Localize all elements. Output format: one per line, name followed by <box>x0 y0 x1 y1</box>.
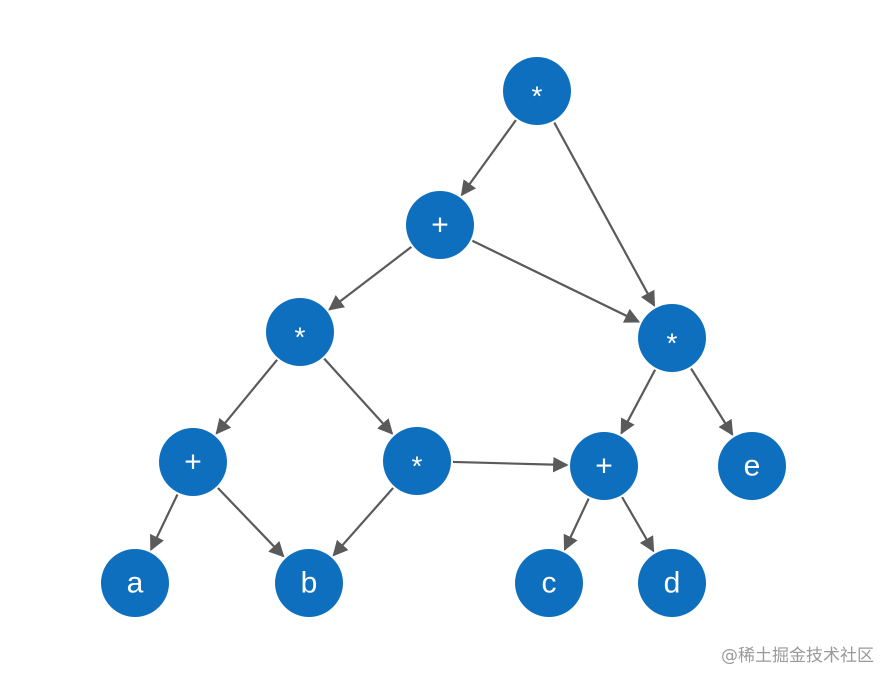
node-label: + <box>184 446 202 479</box>
node-n6: * <box>383 427 451 495</box>
node-circle <box>406 191 474 259</box>
node-circle <box>515 549 583 617</box>
node-n2: + <box>406 191 474 259</box>
node-circle <box>266 298 334 366</box>
node-label: e <box>744 450 761 483</box>
edge-n2-n4 <box>471 239 641 323</box>
node-n5: + <box>159 428 227 496</box>
node-n7: + <box>570 432 638 500</box>
node-label: a <box>127 567 144 600</box>
edge-n1-n2 <box>460 119 517 197</box>
edge-n5-n9 <box>150 493 179 552</box>
node-n10: b <box>275 549 343 617</box>
node-label: c <box>542 567 557 600</box>
edge-n6-n7 <box>452 456 569 473</box>
node-circle <box>383 427 451 495</box>
edge-n3-n5 <box>215 359 278 435</box>
node-n9: a <box>101 549 169 617</box>
edge-n7-n12 <box>621 496 655 553</box>
node-circle <box>101 549 169 617</box>
node-label: * <box>667 328 678 359</box>
node-n1: * <box>503 57 571 125</box>
node-label: * <box>532 81 543 112</box>
node-circle <box>275 549 343 617</box>
node-circle <box>503 57 571 125</box>
node-label: + <box>595 450 613 483</box>
edge-n4-n8 <box>690 367 734 436</box>
node-n4: * <box>638 304 706 372</box>
edge-n4-n7 <box>620 369 657 435</box>
node-label: + <box>431 209 449 242</box>
edge-n1-n4 <box>553 122 656 307</box>
node-circle <box>638 549 706 617</box>
edge-n2-n3 <box>328 245 413 311</box>
node-label: * <box>412 451 423 482</box>
node-label: * <box>295 322 306 353</box>
node-n8: e <box>718 432 786 500</box>
node-circle <box>718 432 786 500</box>
node-n3: * <box>266 298 334 366</box>
node-circle <box>638 304 706 372</box>
node-circle <box>570 432 638 500</box>
edge-n6-n10 <box>332 487 394 557</box>
edge-n3-n6 <box>323 357 394 435</box>
node-label: d <box>664 567 681 600</box>
watermark-text: @稀土掘金技术社区 <box>721 646 874 666</box>
node-n11: c <box>515 549 583 617</box>
edges-layer <box>150 119 734 558</box>
node-circle <box>159 428 227 496</box>
node-n12: d <box>638 549 706 617</box>
node-label: b <box>301 567 318 600</box>
nodes-layer: * + * * + * + e a b c d <box>101 57 786 617</box>
edge-n7-n11 <box>563 498 590 551</box>
edge-n5-n10 <box>217 487 285 558</box>
